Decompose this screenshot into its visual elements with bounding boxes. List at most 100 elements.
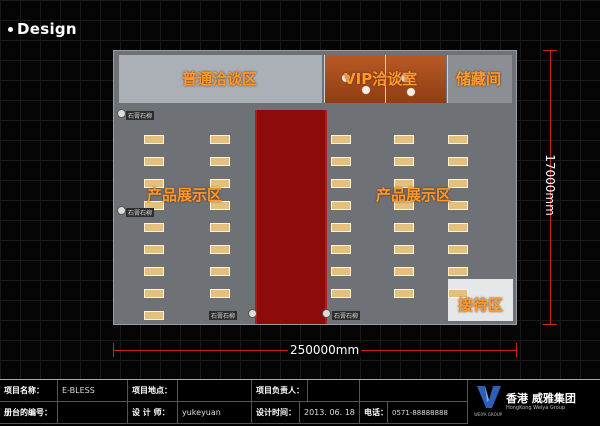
display-table	[394, 157, 414, 166]
display-table	[394, 245, 414, 254]
display-table	[210, 267, 230, 276]
project-name-key: 项目名称：	[0, 380, 58, 402]
display-table	[394, 223, 414, 232]
stone-label: 石膏石柳	[209, 311, 238, 320]
stone-label: 石膏石柳	[126, 111, 155, 120]
column-marker-icon	[117, 109, 126, 118]
project-location-value	[178, 380, 252, 402]
chair-icon	[341, 73, 351, 83]
design-time-value: 2013. 06. 18	[300, 402, 360, 424]
designer-value: yukeyuan	[178, 402, 252, 424]
display-table	[331, 135, 351, 144]
floor-plan: 石膏石柳 石膏石柳 石膏石柳 石膏石柳 普通洽谈区 VIP洽谈室 储藏间 产品展…	[113, 50, 517, 325]
product-area-right-label: 产品展示区	[376, 186, 452, 204]
design-time-key: 设计时间：	[252, 402, 300, 424]
display-table	[448, 223, 468, 232]
side-note	[6, 133, 110, 138]
display-table	[144, 245, 164, 254]
phone-key: 电话：	[360, 402, 388, 424]
display-table	[144, 223, 164, 232]
red-carpet-aisle	[255, 110, 327, 324]
column-marker-icon	[117, 206, 126, 215]
display-table	[331, 157, 351, 166]
storage-room	[447, 55, 512, 103]
display-table	[394, 135, 414, 144]
dimension-tick	[543, 324, 557, 325]
chair-icon	[400, 73, 410, 83]
dimension-tick	[543, 50, 557, 51]
column-marker-icon	[322, 309, 331, 318]
chair-icon	[406, 87, 416, 97]
logo-english: HongKong Weiya Group	[506, 405, 566, 411]
display-table	[394, 289, 414, 298]
display-table	[144, 179, 164, 188]
display-table	[394, 179, 414, 188]
product-area-left-label: 产品展示区	[147, 186, 223, 204]
drawing-no-key: 册台的编号：	[0, 402, 58, 424]
phone-value: 0571-88888888	[388, 402, 468, 424]
vip-room-label: VIP洽谈室	[344, 70, 418, 88]
depth-dimension: 17000mm	[543, 154, 557, 216]
display-table	[144, 311, 164, 320]
dimension-tick	[516, 343, 517, 357]
page-title-text: Design	[17, 20, 77, 38]
column-marker-icon	[248, 309, 257, 318]
logo-sub: WEIYA GROUP	[474, 412, 503, 417]
display-table	[210, 179, 230, 188]
display-table	[448, 245, 468, 254]
project-location-key: 项目地点：	[128, 380, 178, 402]
empty-cell	[360, 380, 468, 402]
stone-label: 石膏石柳	[126, 208, 155, 217]
weiya-logo-icon	[477, 386, 501, 408]
display-table	[331, 223, 351, 232]
display-table	[210, 223, 230, 232]
page-title: Design	[8, 20, 77, 38]
side-notes	[6, 100, 110, 155]
project-name-value: E-BLESS	[58, 380, 128, 402]
designer-key: 设 计 师：	[128, 402, 178, 424]
display-table	[210, 157, 230, 166]
vip-room-right	[385, 55, 446, 103]
project-lead-value	[308, 380, 360, 402]
display-table	[210, 289, 230, 298]
storage-room-label: 储藏间	[456, 70, 502, 88]
display-table	[210, 135, 230, 144]
display-table	[331, 245, 351, 254]
display-table	[448, 267, 468, 276]
display-table	[448, 135, 468, 144]
reception-area	[448, 279, 513, 321]
dimension-tick	[113, 343, 114, 357]
display-table	[210, 201, 230, 210]
display-table	[144, 135, 164, 144]
project-lead-key: 项目负责人：	[252, 380, 308, 402]
copyright-notice	[356, 366, 357, 371]
side-note	[6, 122, 110, 127]
width-dimension: 250000mm	[288, 343, 362, 357]
stone-label: 石膏石柳	[332, 311, 361, 320]
display-table	[144, 157, 164, 166]
depth-dimension-line	[550, 50, 551, 325]
side-note	[6, 111, 110, 116]
negotiation-area-label: 普通洽谈区	[182, 70, 258, 88]
negotiation-area	[119, 55, 322, 103]
display-table	[331, 201, 351, 210]
display-table	[448, 179, 468, 188]
chair-icon	[361, 85, 371, 95]
bullet-icon	[8, 27, 13, 32]
side-note	[6, 100, 110, 105]
reception-area-label: 接待区	[458, 296, 504, 314]
display-table	[394, 267, 414, 276]
display-table	[144, 267, 164, 276]
vip-room-left	[324, 55, 385, 103]
drawing-no-value	[58, 402, 128, 424]
logo-name: 香港 威雅集团	[506, 392, 576, 405]
display-table	[331, 289, 351, 298]
display-table	[331, 267, 351, 276]
display-table	[448, 157, 468, 166]
display-table	[448, 201, 468, 210]
side-note	[6, 144, 110, 149]
display-table	[210, 245, 230, 254]
display-table	[448, 289, 468, 298]
display-table	[331, 179, 351, 188]
company-logo: WEIYA GROUP 香港 威雅集团 HongKong Weiya Group	[468, 380, 600, 426]
